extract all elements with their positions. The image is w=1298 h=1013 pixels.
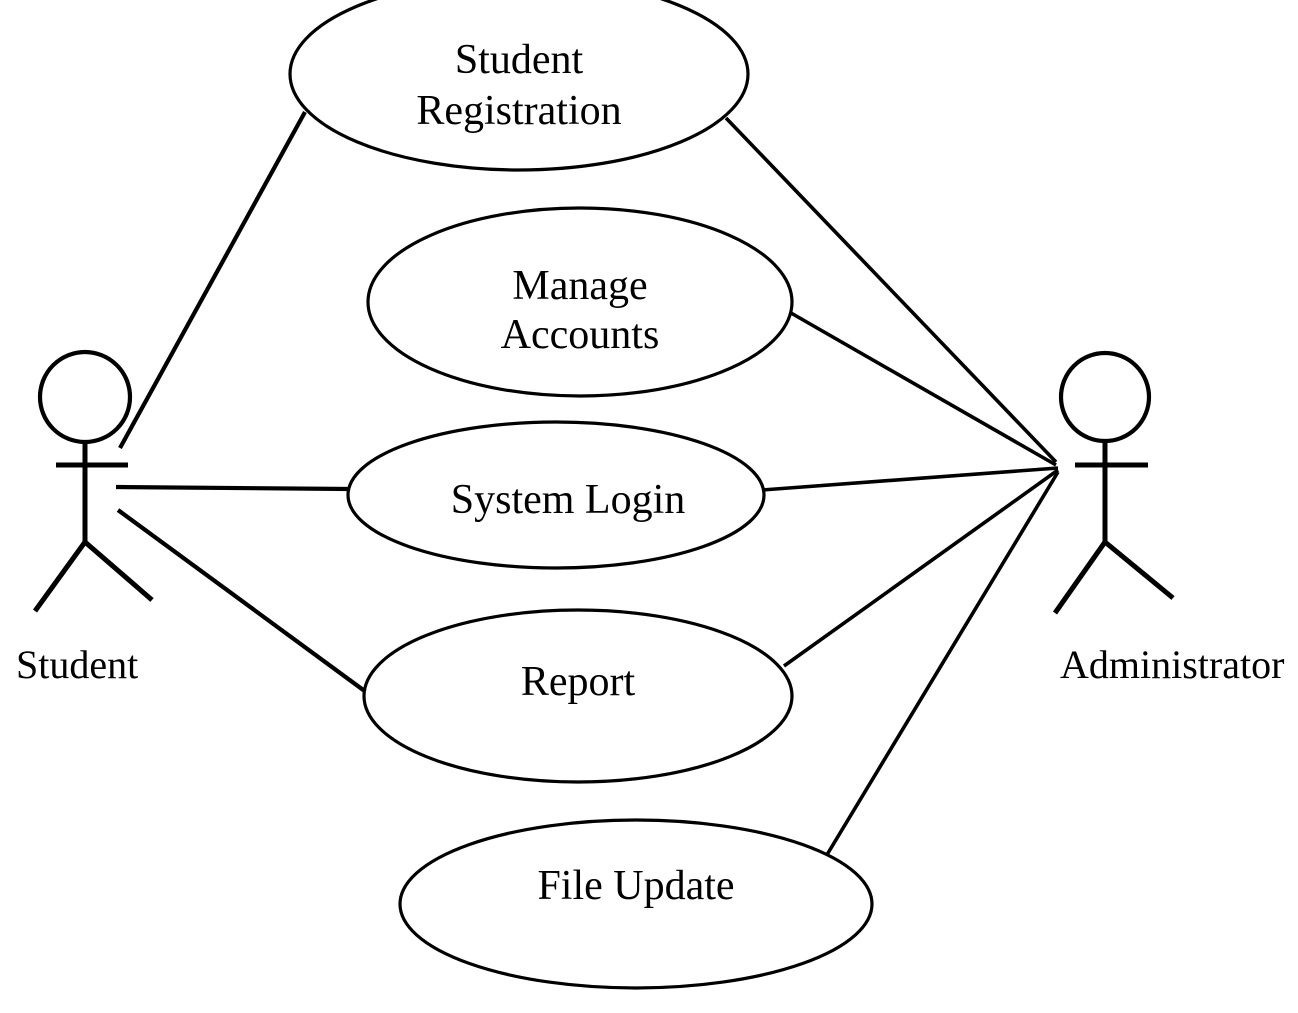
association-administrator-to-file-update: [823, 471, 1060, 859]
use-case-label-line-1: Manage: [512, 263, 647, 309]
actor-student[interactable]: Student: [16, 349, 154, 687]
use-case-ellipse[interactable]: [366, 206, 794, 398]
use-case-system-login[interactable]: System Login: [346, 420, 766, 570]
use-case-ellipse[interactable]: [398, 818, 874, 990]
use-case-ellipse[interactable]: [346, 420, 766, 570]
association-administrator-to-report: [782, 468, 1060, 668]
use-case-label-line-1: System Login: [451, 477, 686, 523]
use-case-label-line-2: Accounts: [501, 312, 660, 358]
use-case-ellipse[interactable]: [362, 608, 794, 784]
association-student-to-report: [116, 508, 368, 694]
actor-leg-left-icon: [1052, 540, 1108, 615]
use-case-label-line-1: Student: [455, 37, 584, 83]
actor-head-icon: [37, 349, 133, 445]
use-case-ellipse[interactable]: [288, 0, 750, 172]
actor-administrator[interactable]: Administrator: [1052, 350, 1284, 687]
use-case-student-registration[interactable]: Student Registration: [288, 0, 750, 172]
actor-label-student: Student: [16, 642, 138, 687]
actor-leg-left-icon: [32, 540, 88, 613]
use-case-label-line-1: Report: [521, 659, 636, 705]
association-lines: [115, 110, 1060, 859]
association-student-to-system-login: [115, 484, 351, 492]
actor-leg-right-icon: [83, 540, 154, 602]
use-case-manage-accounts[interactable]: Manage Accounts: [366, 206, 794, 398]
actor-label-administrator: Administrator: [1060, 642, 1284, 687]
association-administrator-to-student-registration: [724, 116, 1058, 464]
association-student-to-student-registration: [118, 110, 307, 450]
association-administrator-to-system-login: [761, 466, 1059, 492]
use-case-report[interactable]: Report: [362, 608, 794, 784]
use-case-label-line-2: Registration: [416, 88, 621, 134]
use-case-file-update[interactable]: File Update: [398, 818, 874, 990]
actor-head-icon: [1058, 350, 1152, 444]
actor-leg-right-icon: [1103, 540, 1175, 600]
use-case-label-line-1: File Update: [537, 863, 734, 909]
association-administrator-to-manage-accounts: [790, 311, 1057, 467]
